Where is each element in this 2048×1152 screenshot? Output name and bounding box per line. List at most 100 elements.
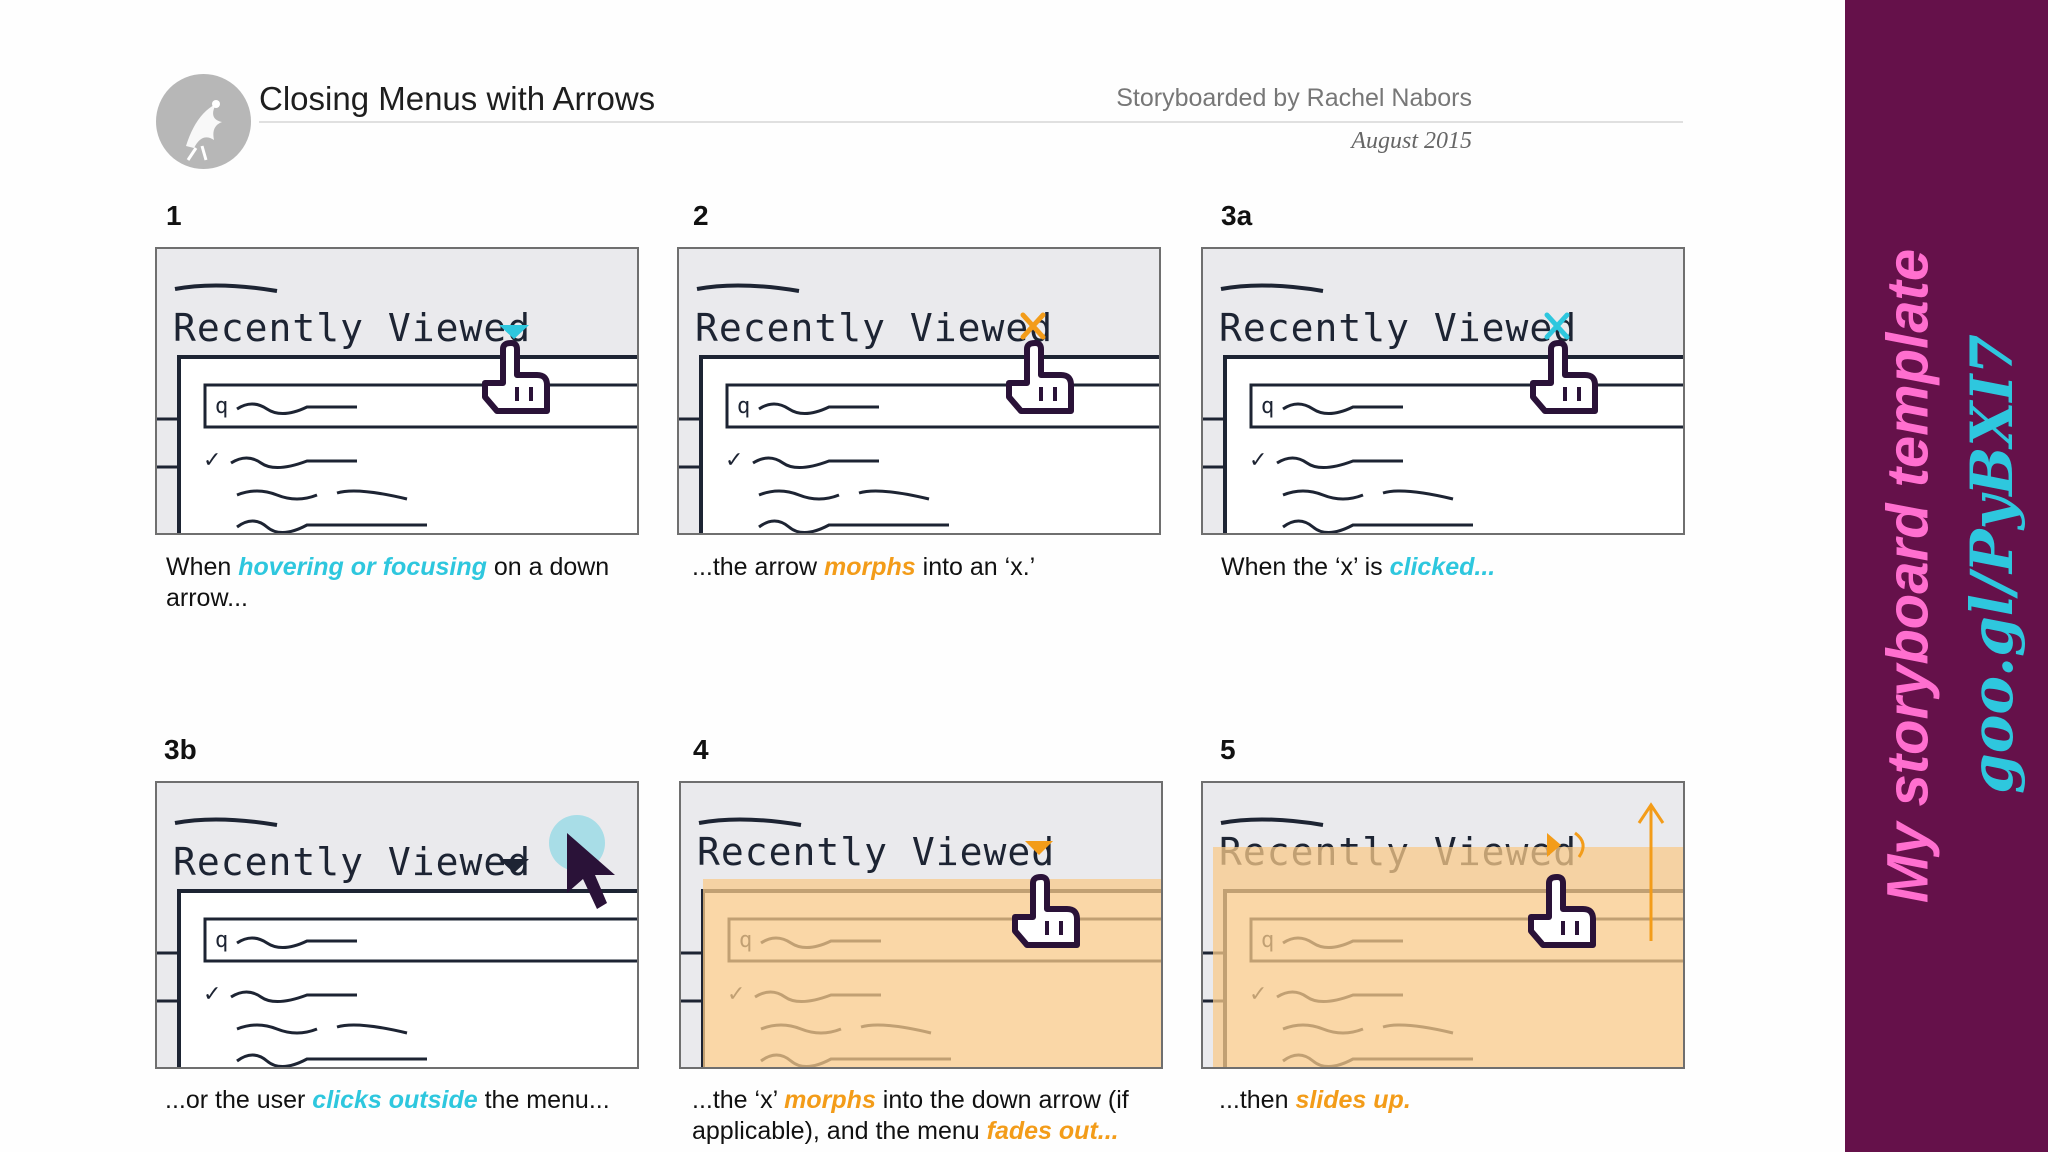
hand-finger-lines: [515, 387, 533, 401]
caption-text: ...then: [1219, 1086, 1296, 1114]
promo-title: My storyboard template: [1875, 248, 1941, 904]
list-item-stroke: [1282, 519, 1473, 533]
checkmark-icon: ✓: [203, 981, 221, 1006]
page-title: Closing Menus with Arrows: [259, 80, 656, 117]
caption-highlight: clicks outside: [312, 1086, 478, 1114]
list-item-stroke: [236, 519, 427, 533]
fading-menu-overlay: [703, 879, 1161, 1067]
storyboard-panel-3b: Recently Viewed q ✓: [155, 781, 639, 1069]
down-arrow-icon: [499, 859, 529, 873]
close-x-icon: [1544, 312, 1570, 340]
right-arrow-icon: [1547, 833, 1561, 857]
caption-text: When: [166, 553, 239, 581]
date-label: August 2015: [1351, 128, 1472, 154]
panel-sketch: Recently Viewed q ✓: [157, 815, 637, 1067]
header-squiggle: [696, 283, 800, 293]
caption-text: When the ‘x’ is: [1221, 553, 1390, 581]
frame-caption: ...or the user clicks outside the menu..…: [165, 1085, 625, 1116]
caption-highlight: slides up.: [1295, 1086, 1411, 1114]
search-icon: q: [737, 394, 750, 419]
slide-up-arrow-icon: [1637, 802, 1665, 941]
menu-label: Recently Viewed: [697, 830, 1055, 874]
menu-edge: [681, 951, 703, 1003]
frame-caption: ...the ‘x’ morphs into the down arrow (i…: [692, 1085, 1152, 1147]
pointer-hand-icon: [1006, 340, 1074, 414]
list-item-stroke: [1282, 489, 1454, 501]
menu-label: Recently Viewed: [173, 840, 531, 884]
header-squiggle: [174, 283, 278, 293]
frame-caption: When hovering or focusing on a down arro…: [166, 552, 626, 614]
frame-caption: ...the arrow morphs into an ‘x.’: [692, 552, 1152, 583]
menu-edge: [679, 417, 701, 469]
frame-number: 4: [693, 734, 709, 765]
pointer-hand-icon: [1528, 874, 1596, 948]
search-icon: q: [215, 928, 228, 953]
rotate-indicator: [1574, 831, 1585, 858]
caption-text: ...the arrow: [692, 553, 824, 581]
list-item-stroke: [758, 489, 930, 501]
header-squiggle: [698, 817, 802, 827]
pointer-hand-icon: [482, 340, 550, 414]
caption-text: into an ‘x.’: [915, 553, 1036, 581]
checkmark-icon: ✓: [1249, 447, 1267, 472]
frame-number: 1: [166, 200, 182, 231]
menu-label: Recently Viewed: [1219, 306, 1577, 350]
list-item-stroke: [752, 456, 879, 469]
byline: Storyboarded by Rachel Nabors: [1116, 84, 1472, 112]
caption-highlight: morphs: [784, 1086, 876, 1114]
checkmark-icon: ✓: [725, 447, 743, 472]
caption-text: ...the ‘x’: [692, 1086, 785, 1114]
promo-sidebar: [1845, 0, 2048, 1152]
title-divider: [259, 121, 1683, 123]
frame-number: 3a: [1221, 200, 1253, 231]
search-field: [725, 383, 1159, 429]
pointer-hand-icon: [1012, 874, 1080, 948]
close-x-icon: [1020, 312, 1046, 340]
list-item-stroke: [236, 1053, 427, 1067]
pointer-hand-icon: [1530, 340, 1598, 414]
hand-finger-lines: [1045, 921, 1063, 935]
bird-logo-icon: [156, 74, 251, 169]
frame-caption: ...then slides up.: [1219, 1085, 1679, 1116]
sliding-menu-overlay: [1213, 847, 1683, 1067]
frame-caption: When the ‘x’ is clicked...: [1221, 552, 1681, 583]
hand-finger-lines: [1561, 921, 1579, 935]
caption-text: into the down arrow (if applicable), and…: [692, 1086, 1129, 1145]
caption-highlight: clicked...: [1389, 553, 1496, 581]
caption-text: ...or the user: [165, 1086, 313, 1114]
search-squiggle: [1282, 402, 1403, 415]
caption-text: on a down arrow...: [166, 553, 610, 612]
down-arrow-icon: [499, 325, 529, 339]
hand-finger-lines: [1563, 387, 1581, 401]
frame-number: 5: [1220, 734, 1236, 765]
frame-number: 3b: [164, 734, 197, 765]
checkmark-icon: ✓: [203, 447, 221, 472]
promo-link[interactable]: goo.gl/PyBXI7: [1958, 334, 2026, 794]
cursor-arrow-icon: [567, 833, 615, 909]
list-item-stroke: [236, 1023, 408, 1035]
search-field: [203, 917, 637, 963]
caption-highlight: hovering or focusing: [238, 553, 487, 581]
menu-edge: [1203, 417, 1225, 469]
header-squiggle: [174, 817, 278, 827]
search-squiggle: [236, 936, 357, 949]
caption-highlight: morphs: [824, 553, 916, 581]
list-item-stroke: [758, 519, 949, 533]
header-squiggle: [1220, 817, 1324, 827]
panel-sketch: Recently Viewed q ✓: [157, 283, 637, 533]
storyboard-page: Closing Menus with Arrows Storyboarded b…: [155, 74, 1685, 1147]
storyboard-panel-1: Recently Viewed q ✓: [155, 247, 639, 535]
menu-label: Recently Viewed: [173, 306, 531, 350]
hand-finger-lines: [1039, 387, 1057, 401]
search-icon: q: [215, 394, 228, 419]
header-squiggle: [1220, 283, 1324, 293]
search-squiggle: [758, 402, 879, 415]
down-arrow-icon: [1025, 841, 1053, 855]
